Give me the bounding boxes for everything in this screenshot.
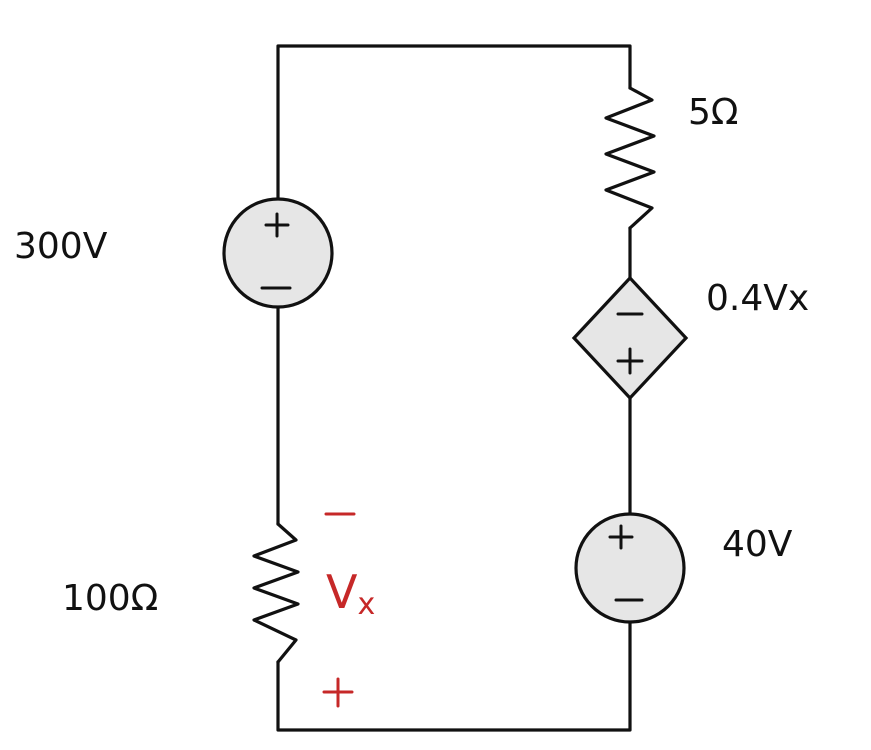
vx-subscript: x xyxy=(357,587,375,622)
vx-base: V xyxy=(326,565,358,619)
resistor-100ohm xyxy=(252,522,300,664)
label-300v: 300V xyxy=(14,226,108,267)
dependent-voltage-source xyxy=(571,275,689,401)
plus-sign xyxy=(264,212,290,238)
wire-left-top xyxy=(276,44,632,202)
label-100ohm: 100Ω xyxy=(62,578,158,619)
label-40v: 40V xyxy=(722,524,793,565)
voltage-source-40v xyxy=(574,512,686,624)
wire-bottom xyxy=(276,620,632,732)
vx-plus-sign xyxy=(322,677,354,708)
label-dependent-source: 0.4Vx xyxy=(706,278,809,319)
label-vx: Vx xyxy=(326,565,375,622)
plus-sign xyxy=(608,524,634,550)
voltage-source-300v xyxy=(222,197,334,309)
plus-sign xyxy=(616,347,644,375)
resistor-5ohm xyxy=(604,86,656,230)
label-5ohm: 5Ω xyxy=(688,92,738,133)
